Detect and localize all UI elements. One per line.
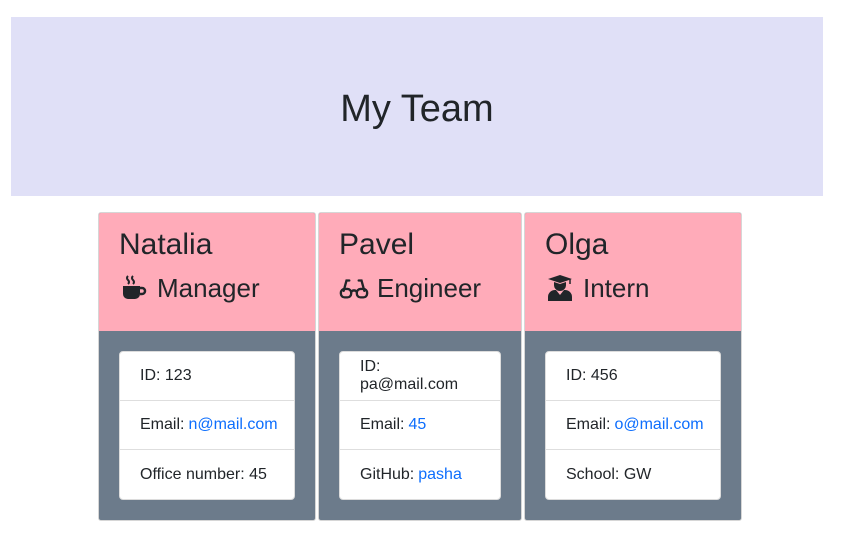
school-text: School: GW bbox=[566, 465, 652, 483]
coffee-icon bbox=[119, 273, 149, 303]
employee-details-list: ID: 123 Email: n@mail.com Office number:… bbox=[119, 351, 295, 500]
employee-role-label: Intern bbox=[583, 273, 650, 303]
id-text: ID: 123 bbox=[140, 367, 192, 384]
glasses-icon bbox=[339, 273, 369, 303]
email-link[interactable]: n@mail.com bbox=[188, 416, 278, 433]
card-header: Pavel Engineer bbox=[319, 213, 521, 331]
office-number-text: Office number: 45 bbox=[140, 465, 267, 483]
list-item-id: ID: 456 bbox=[546, 352, 720, 401]
employee-name: Olga bbox=[545, 228, 609, 261]
email-link[interactable]: o@mail.com bbox=[614, 416, 704, 433]
employee-role-label: Engineer bbox=[377, 273, 482, 303]
card-body: ID: pa@mail.com Email: 45 GitHub: pasha bbox=[319, 331, 521, 520]
card-header: Olga Intern bbox=[525, 213, 741, 331]
list-item-office: Office number: 45 bbox=[120, 450, 294, 499]
email-link[interactable]: 45 bbox=[408, 416, 427, 433]
employee-details-list: ID: 456 Email: o@mail.com School: GW bbox=[545, 351, 721, 500]
github-link[interactable]: pasha bbox=[418, 465, 462, 483]
github-label: GitHub: bbox=[360, 465, 415, 483]
email-label: Email: bbox=[360, 416, 405, 433]
list-item-id: ID: pa@mail.com bbox=[340, 352, 500, 401]
list-item-github: GitHub: pasha bbox=[340, 450, 500, 499]
card-body: ID: 456 Email: o@mail.com School: GW bbox=[525, 331, 741, 520]
employee-card-intern: Olga Intern ID: 456 Em bbox=[524, 212, 742, 521]
card-header: Natalia Manager bbox=[99, 213, 315, 331]
list-item-id: ID: 123 bbox=[120, 352, 294, 401]
employee-name: Pavel bbox=[339, 228, 415, 261]
list-item-school: School: GW bbox=[546, 450, 720, 499]
employee-role: Intern bbox=[545, 273, 721, 303]
list-item-email: Email: o@mail.com bbox=[546, 401, 720, 450]
list-item-email: Email: n@mail.com bbox=[120, 401, 294, 450]
employee-role: Manager bbox=[119, 273, 295, 303]
email-label: Email: bbox=[140, 416, 185, 433]
employee-role-label: Manager bbox=[157, 273, 260, 303]
employee-details-list: ID: pa@mail.com Email: 45 GitHub: pasha bbox=[339, 351, 501, 500]
card-body: ID: 123 Email: n@mail.com Office number:… bbox=[99, 331, 315, 520]
user-graduate-icon bbox=[545, 273, 575, 303]
jumbotron-header: My Team bbox=[11, 17, 823, 196]
employee-name: Natalia bbox=[119, 228, 213, 261]
list-item-email: Email: 45 bbox=[340, 401, 500, 450]
employee-role: Engineer bbox=[339, 273, 501, 303]
page-title: My Team bbox=[340, 88, 494, 130]
employee-card-engineer: Pavel Engineer ID: pa@mail.com bbox=[318, 212, 522, 521]
id-text: ID: 456 bbox=[566, 367, 618, 384]
employee-card-manager: Natalia Manager ID: 123 bbox=[98, 212, 316, 521]
email-label: Email: bbox=[566, 416, 611, 433]
id-text: ID: pa@mail.com bbox=[360, 358, 459, 393]
team-cards: Natalia Manager ID: 123 bbox=[98, 212, 742, 521]
